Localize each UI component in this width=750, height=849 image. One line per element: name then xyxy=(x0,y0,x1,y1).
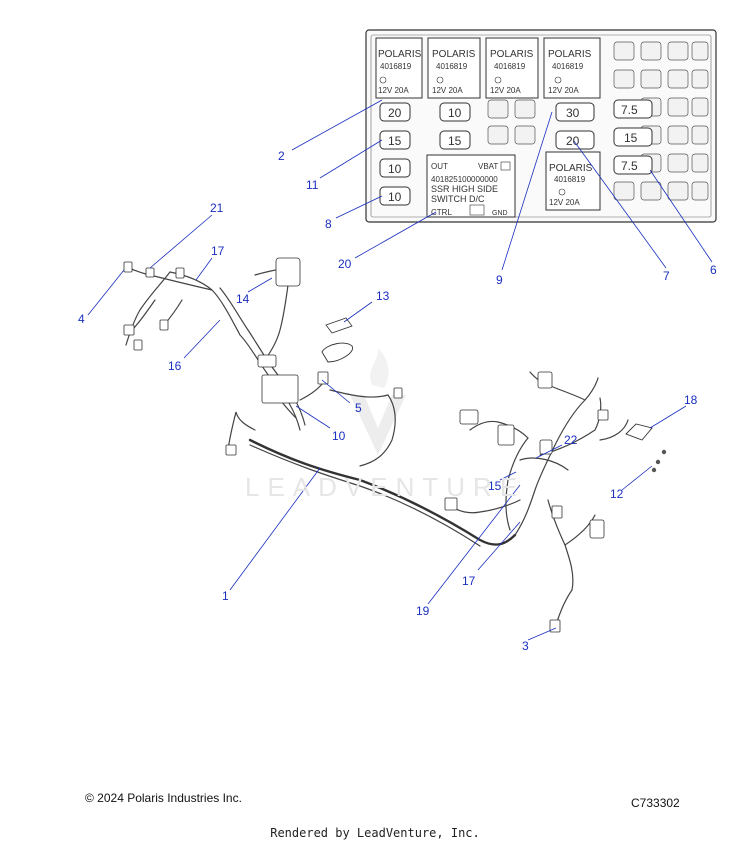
svg-text:10: 10 xyxy=(388,162,402,176)
module-part xyxy=(321,342,354,363)
ssr-high-side-switch: OUT VBAT 401825100000000 SSR HIGH SIDE S… xyxy=(426,154,516,218)
main-harness-trunk xyxy=(248,438,517,546)
svg-text:15: 15 xyxy=(448,134,462,148)
fuse-20-right: 20 xyxy=(555,130,595,150)
svg-text:SWITCH D/C: SWITCH D/C xyxy=(431,194,485,204)
svg-text:7.5: 7.5 xyxy=(621,159,638,173)
svg-text:GND: GND xyxy=(492,210,508,217)
callout-16: 16 xyxy=(168,359,182,373)
callout-15: 15 xyxy=(488,479,502,493)
drawing-number: C733302 xyxy=(631,796,680,810)
fuse-15-right: 15 xyxy=(613,127,653,147)
callout-8: 8 xyxy=(325,217,332,231)
callout-17-bottom: 17 xyxy=(462,574,476,588)
fuse-10-left-a: 10 xyxy=(379,158,411,178)
leader-lines xyxy=(87,99,713,641)
callout-17-top: 17 xyxy=(211,244,225,258)
svg-text:12V 20A: 12V 20A xyxy=(548,86,579,95)
relay-symbol-icon xyxy=(379,76,387,84)
fuse-30: 30 xyxy=(555,102,595,122)
fuse-box: POLARIS 4016819 12V 20A POLARIS 4016819 … xyxy=(365,29,717,223)
callout-20: 20 xyxy=(338,257,352,271)
relay-symbol-icon xyxy=(554,76,562,84)
callout-4: 4 xyxy=(78,312,85,326)
callout-13: 13 xyxy=(376,289,390,303)
wire-harness xyxy=(123,257,667,633)
callout-9: 9 xyxy=(496,273,503,287)
relay-symbol-icon xyxy=(436,76,444,84)
callout-3: 3 xyxy=(522,639,529,653)
copyright-notice: © 2024 Polaris Industries Inc. xyxy=(85,791,242,805)
svg-text:12V 20A: 12V 20A xyxy=(549,198,580,207)
svg-text:POLARIS: POLARIS xyxy=(548,49,592,60)
callout-5: 5 xyxy=(355,401,362,415)
fuse-15-left: 15 xyxy=(379,130,411,150)
relay-5: POLARIS 4016819 12V 20A xyxy=(545,151,601,211)
svg-text:12V 20A: 12V 20A xyxy=(378,86,409,95)
watermark-text: LEADVENTURE xyxy=(245,472,526,502)
callout-12: 12 xyxy=(610,487,624,501)
svg-text:10: 10 xyxy=(448,106,462,120)
callout-11: 11 xyxy=(306,178,319,192)
relay-3: POLARIS 4016819 12V 20A xyxy=(485,37,539,99)
fuse-20-left: 20 xyxy=(379,102,411,122)
svg-text:4016819: 4016819 xyxy=(436,62,468,71)
relay-2: POLARIS 4016819 12V 20A xyxy=(427,37,481,99)
svg-text:4016819: 4016819 xyxy=(494,62,526,71)
svg-text:POLARIS: POLARIS xyxy=(490,49,534,60)
svg-text:12V 20A: 12V 20A xyxy=(490,86,521,95)
svg-text:CTRL: CTRL xyxy=(431,208,452,217)
relay-symbol-icon xyxy=(558,188,566,196)
svg-text:POLARIS: POLARIS xyxy=(378,49,422,60)
fuse-7-5-top: 7.5 xyxy=(613,99,653,119)
callout-10: 10 xyxy=(332,429,346,443)
label-decal xyxy=(325,317,353,334)
svg-text:20: 20 xyxy=(388,106,402,120)
svg-text:15: 15 xyxy=(624,131,638,145)
svg-text:SSR HIGH SIDE: SSR HIGH SIDE xyxy=(431,184,498,194)
callout-1: 1 xyxy=(222,589,229,603)
relay-symbol-icon xyxy=(494,76,502,84)
svg-text:OUT: OUT xyxy=(431,162,448,171)
svg-text:POLARIS: POLARIS xyxy=(549,163,593,174)
callout-14: 14 xyxy=(236,292,250,306)
connector-group xyxy=(123,257,609,633)
fuse-7-5-bottom: 7.5 xyxy=(613,155,653,175)
fuse-10-left-b: 10 xyxy=(379,186,411,206)
svg-text:401825100000000: 401825100000000 xyxy=(431,175,498,184)
svg-text:4016819: 4016819 xyxy=(380,62,412,71)
callout-2: 2 xyxy=(278,149,285,163)
callout-19: 19 xyxy=(416,604,430,618)
svg-text:VBAT: VBAT xyxy=(478,162,498,171)
callout-22: 22 xyxy=(564,433,578,447)
callout-7: 7 xyxy=(663,269,670,283)
callout-6: 6 xyxy=(710,263,717,277)
fuse-10-mid: 10 xyxy=(439,102,471,122)
bracket-part xyxy=(625,423,653,441)
watermark-logo xyxy=(350,348,406,455)
svg-text:7.5: 7.5 xyxy=(621,103,638,117)
svg-text:4016819: 4016819 xyxy=(554,175,586,184)
svg-text:4016819: 4016819 xyxy=(552,62,584,71)
svg-text:30: 30 xyxy=(566,106,580,120)
callout-labels: 1 2 3 4 5 6 7 8 9 10 11 12 13 14 15 16 1… xyxy=(78,149,717,653)
svg-text:POLARIS: POLARIS xyxy=(432,49,476,60)
fuse-15-mid: 15 xyxy=(439,130,471,150)
svg-text:15: 15 xyxy=(388,134,402,148)
callout-18: 18 xyxy=(684,393,698,407)
screw-group xyxy=(651,449,667,473)
relay-4: POLARIS 4016819 12V 20A xyxy=(543,37,601,99)
rendered-by-credit: Rendered by LeadVenture, Inc. xyxy=(270,826,480,840)
relay-1: POLARIS 4016819 12V 20A xyxy=(375,37,423,99)
svg-text:12V 20A: 12V 20A xyxy=(432,86,463,95)
svg-text:10: 10 xyxy=(388,190,402,204)
ssr-terminal-icon xyxy=(500,161,511,171)
callout-21: 21 xyxy=(210,201,224,215)
